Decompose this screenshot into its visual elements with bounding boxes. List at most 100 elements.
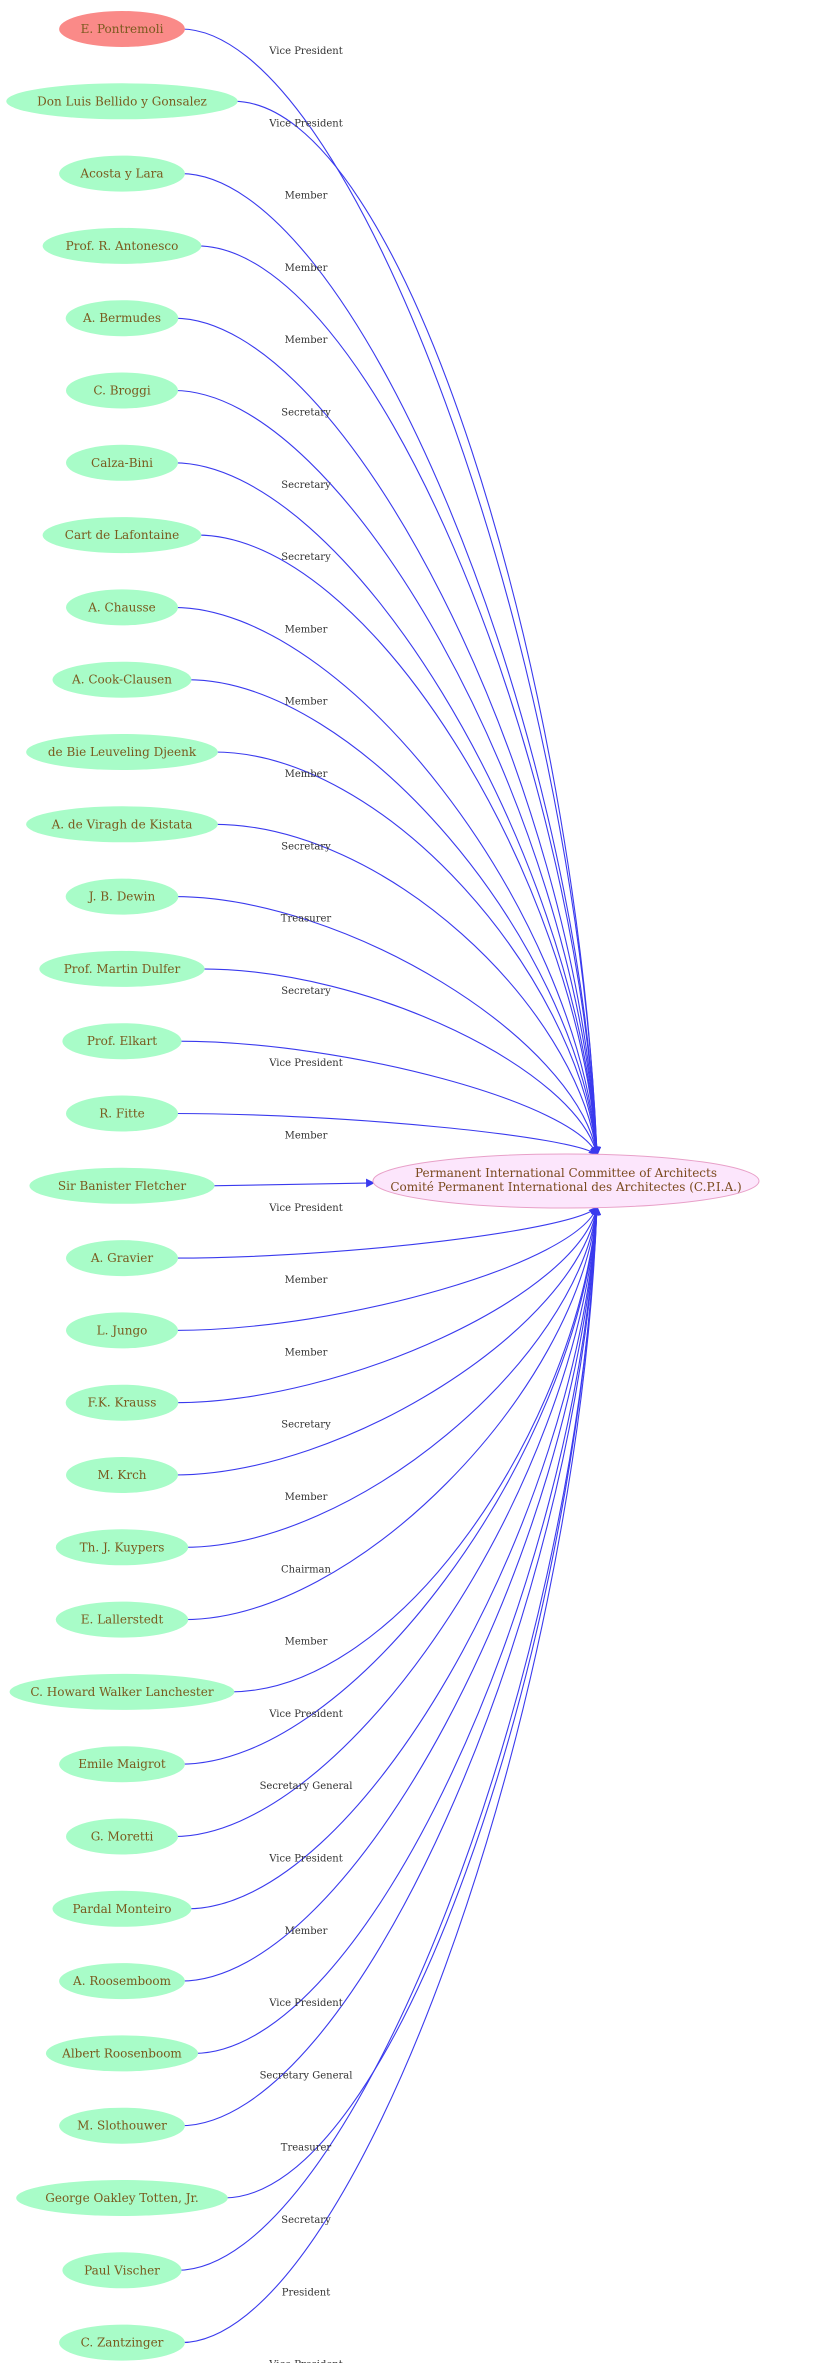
edge-label-don-luis-bellido-y-gonsalez: Vice President — [268, 118, 342, 129]
member-node-albert-roosenboom[interactable]: Albert Roosenboom — [45, 2035, 199, 2072]
edge-paul-vischer — [177, 1206, 602, 2271]
member-name-label: C. Howard Walker Lanchester — [30, 1685, 213, 1699]
member-node-prof-martin-dulfer[interactable]: Prof. Martin Dulfer — [39, 950, 205, 987]
member-node-c-howard-walker-lanchester[interactable]: C. Howard Walker Lanchester — [9, 1673, 235, 1710]
edge-a-bermudes — [174, 317, 601, 1156]
edge-label-c-howard-walker-lanchester: Vice President — [268, 1709, 342, 1720]
edge-label-j-b-dewin: Treasurer — [281, 914, 332, 925]
member-node-a-cook-clausen[interactable]: A. Cook-Clausen — [52, 661, 192, 698]
member-node-shape — [65, 878, 179, 915]
member-name-label: A. Cook-Clausen — [71, 673, 172, 687]
edge-a-roosemboom — [180, 1206, 601, 1982]
edges-layer — [173, 28, 602, 2344]
member-node-c-zantzinger[interactable]: C. Zantzinger — [59, 2324, 185, 2361]
member-node-l-jungo[interactable]: L. Jungo — [66, 1312, 178, 1349]
member-node-e-lallerstedt[interactable]: E. Lallerstedt — [55, 1601, 189, 1638]
member-node-shape — [59, 2324, 185, 2361]
target-node[interactable]: Permanent International Committee of Arc… — [372, 1153, 760, 1209]
member-name-label: A. Roosemboom — [72, 1974, 172, 1988]
member-name-label: Prof. Martin Dulfer — [64, 962, 181, 976]
member-node-shape — [55, 1529, 189, 1566]
edge-a-gravier — [173, 1206, 598, 1259]
member-node-c-broggi[interactable]: C. Broggi — [66, 372, 178, 409]
member-node-shape — [52, 661, 192, 698]
member-node-paul-vischer[interactable]: Paul Vischer — [62, 2252, 182, 2289]
member-node-g-moretti[interactable]: G. Moretti — [66, 1818, 178, 1855]
target-node-label-line2: Comité Permanent International des Archi… — [390, 1180, 741, 1194]
member-node-don-luis-bellido-y-gonsalez[interactable]: Don Luis Bellido y Gonsalez — [6, 83, 238, 120]
member-node-a-gravier[interactable]: A. Gravier — [66, 1240, 178, 1277]
edge-label-th-j-kuypers: Chairman — [281, 1564, 331, 1575]
edge-label-emile-maigrot: Secretary General — [260, 1781, 353, 1792]
edge-label-acosta-y-lara: Member — [285, 191, 328, 202]
member-node-prof-r-antonesco[interactable]: Prof. R. Antonesco — [42, 227, 202, 264]
edge-label-prof-r-antonesco: Member — [285, 263, 328, 274]
edge-label-c-broggi: Secretary — [281, 408, 331, 419]
member-node-a-chausse[interactable]: A. Chausse — [66, 589, 178, 626]
edge-th-j-kuypers — [184, 1206, 601, 1548]
edge-label-calza-bini: Secretary — [281, 480, 331, 491]
edge-m-krch — [173, 1206, 601, 1476]
member-name-label: Paul Vischer — [84, 2263, 160, 2277]
member-node-shape — [66, 1240, 178, 1277]
edge-label-paul-vischer: President — [282, 2287, 331, 2298]
member-node-a-roosemboom[interactable]: A. Roosemboom — [59, 1963, 185, 2000]
member-node-j-b-dewin[interactable]: J. B. Dewin — [65, 878, 179, 915]
edge-label-e-pontremoli: Vice President — [268, 46, 342, 57]
member-name-label: Pardal Monteiro — [73, 1902, 172, 1916]
member-node-e-pontremoli[interactable]: E. Pontremoli — [59, 11, 185, 47]
edge-calza-bini — [173, 462, 601, 1156]
member-name-label: A. Bermudes — [82, 311, 161, 325]
member-node-emile-maigrot[interactable]: Emile Maigrot — [59, 1746, 185, 1783]
member-node-shape — [26, 806, 218, 843]
edge-c-broggi — [173, 389, 601, 1156]
edge-g-moretti — [173, 1206, 601, 1838]
member-name-label: A. Gravier — [90, 1251, 153, 1265]
member-name-label: Acosta y Lara — [79, 167, 163, 181]
edge-label-r-fitte: Member — [285, 1131, 328, 1142]
member-node-r-fitte[interactable]: R. Fitte — [66, 1095, 178, 1132]
member-node-pardal-monteiro[interactable]: Pardal Monteiro — [52, 1890, 192, 1927]
edge-label-a-bermudes: Member — [285, 335, 328, 346]
member-node-th-j-kuypers[interactable]: Th. J. Kuypers — [55, 1529, 189, 1566]
edge-acosta-y-lara — [180, 173, 602, 1156]
edge-a-de-viragh-de-kistata — [213, 823, 601, 1156]
member-node-shape — [6, 83, 238, 120]
member-node-shape — [29, 1167, 215, 1204]
member-name-label: E. Pontremoli — [81, 22, 164, 36]
edge-label-prof-elkart: Vice President — [268, 1058, 342, 1069]
member-node-a-de-viragh-de-kistata[interactable]: A. de Viragh de Kistata — [26, 806, 218, 843]
edge-label-cart-de-lafontaine: Secretary — [281, 552, 331, 563]
edge-label-prof-martin-dulfer: Secretary — [281, 986, 331, 997]
member-name-label: A. Chausse — [87, 600, 156, 614]
edge-r-fitte — [173, 1112, 598, 1156]
member-node-shape — [62, 1023, 182, 1060]
member-node-a-bermudes[interactable]: A. Bermudes — [65, 300, 179, 337]
member-node-cart-de-lafontaine[interactable]: Cart de Lafontaine — [42, 517, 202, 554]
member-node-de-bie-leuveling-djeenk[interactable]: de Bie Leuveling Djeenk — [26, 734, 218, 770]
edge-label-l-jungo: Member — [285, 1347, 328, 1358]
edge-de-bie-leuveling-djeenk — [213, 751, 601, 1156]
member-node-m-slothouwer[interactable]: M. Slothouwer — [59, 2107, 185, 2144]
edge-a-cook-clausen — [187, 679, 601, 1156]
edge-label-george-oakley-totten-jr: Secretary — [281, 2215, 331, 2226]
edge-label-m-krch: Member — [285, 1492, 328, 1503]
member-node-prof-elkart[interactable]: Prof. Elkart — [62, 1023, 182, 1060]
member-node-shape — [66, 589, 178, 626]
edge-label-de-bie-leuveling-djeenk: Member — [285, 769, 328, 780]
edge-l-jungo — [173, 1206, 599, 1331]
edge-prof-r-antonesco — [197, 245, 602, 1156]
member-node-calza-bini[interactable]: Calza-Bini — [66, 444, 178, 481]
member-node-shape — [45, 2035, 199, 2072]
member-node-acosta-y-lara[interactable]: Acosta y Lara — [59, 155, 185, 192]
member-node-m-krch[interactable]: M. Krch — [66, 1457, 178, 1493]
member-name-label: G. Moretti — [91, 1830, 154, 1844]
member-node-sir-banister-fletcher[interactable]: Sir Banister Fletcher — [29, 1167, 215, 1204]
edge-e-pontremoli — [180, 28, 602, 1156]
member-node-f-k-krauss[interactable]: F.K. Krauss — [65, 1384, 179, 1421]
member-node-george-oakley-totten-jr[interactable]: George Oakley Totten, Jr. — [16, 2180, 228, 2216]
edge-label-pardal-monteiro: Member — [285, 1926, 328, 1937]
edge-prof-elkart — [177, 1040, 599, 1156]
